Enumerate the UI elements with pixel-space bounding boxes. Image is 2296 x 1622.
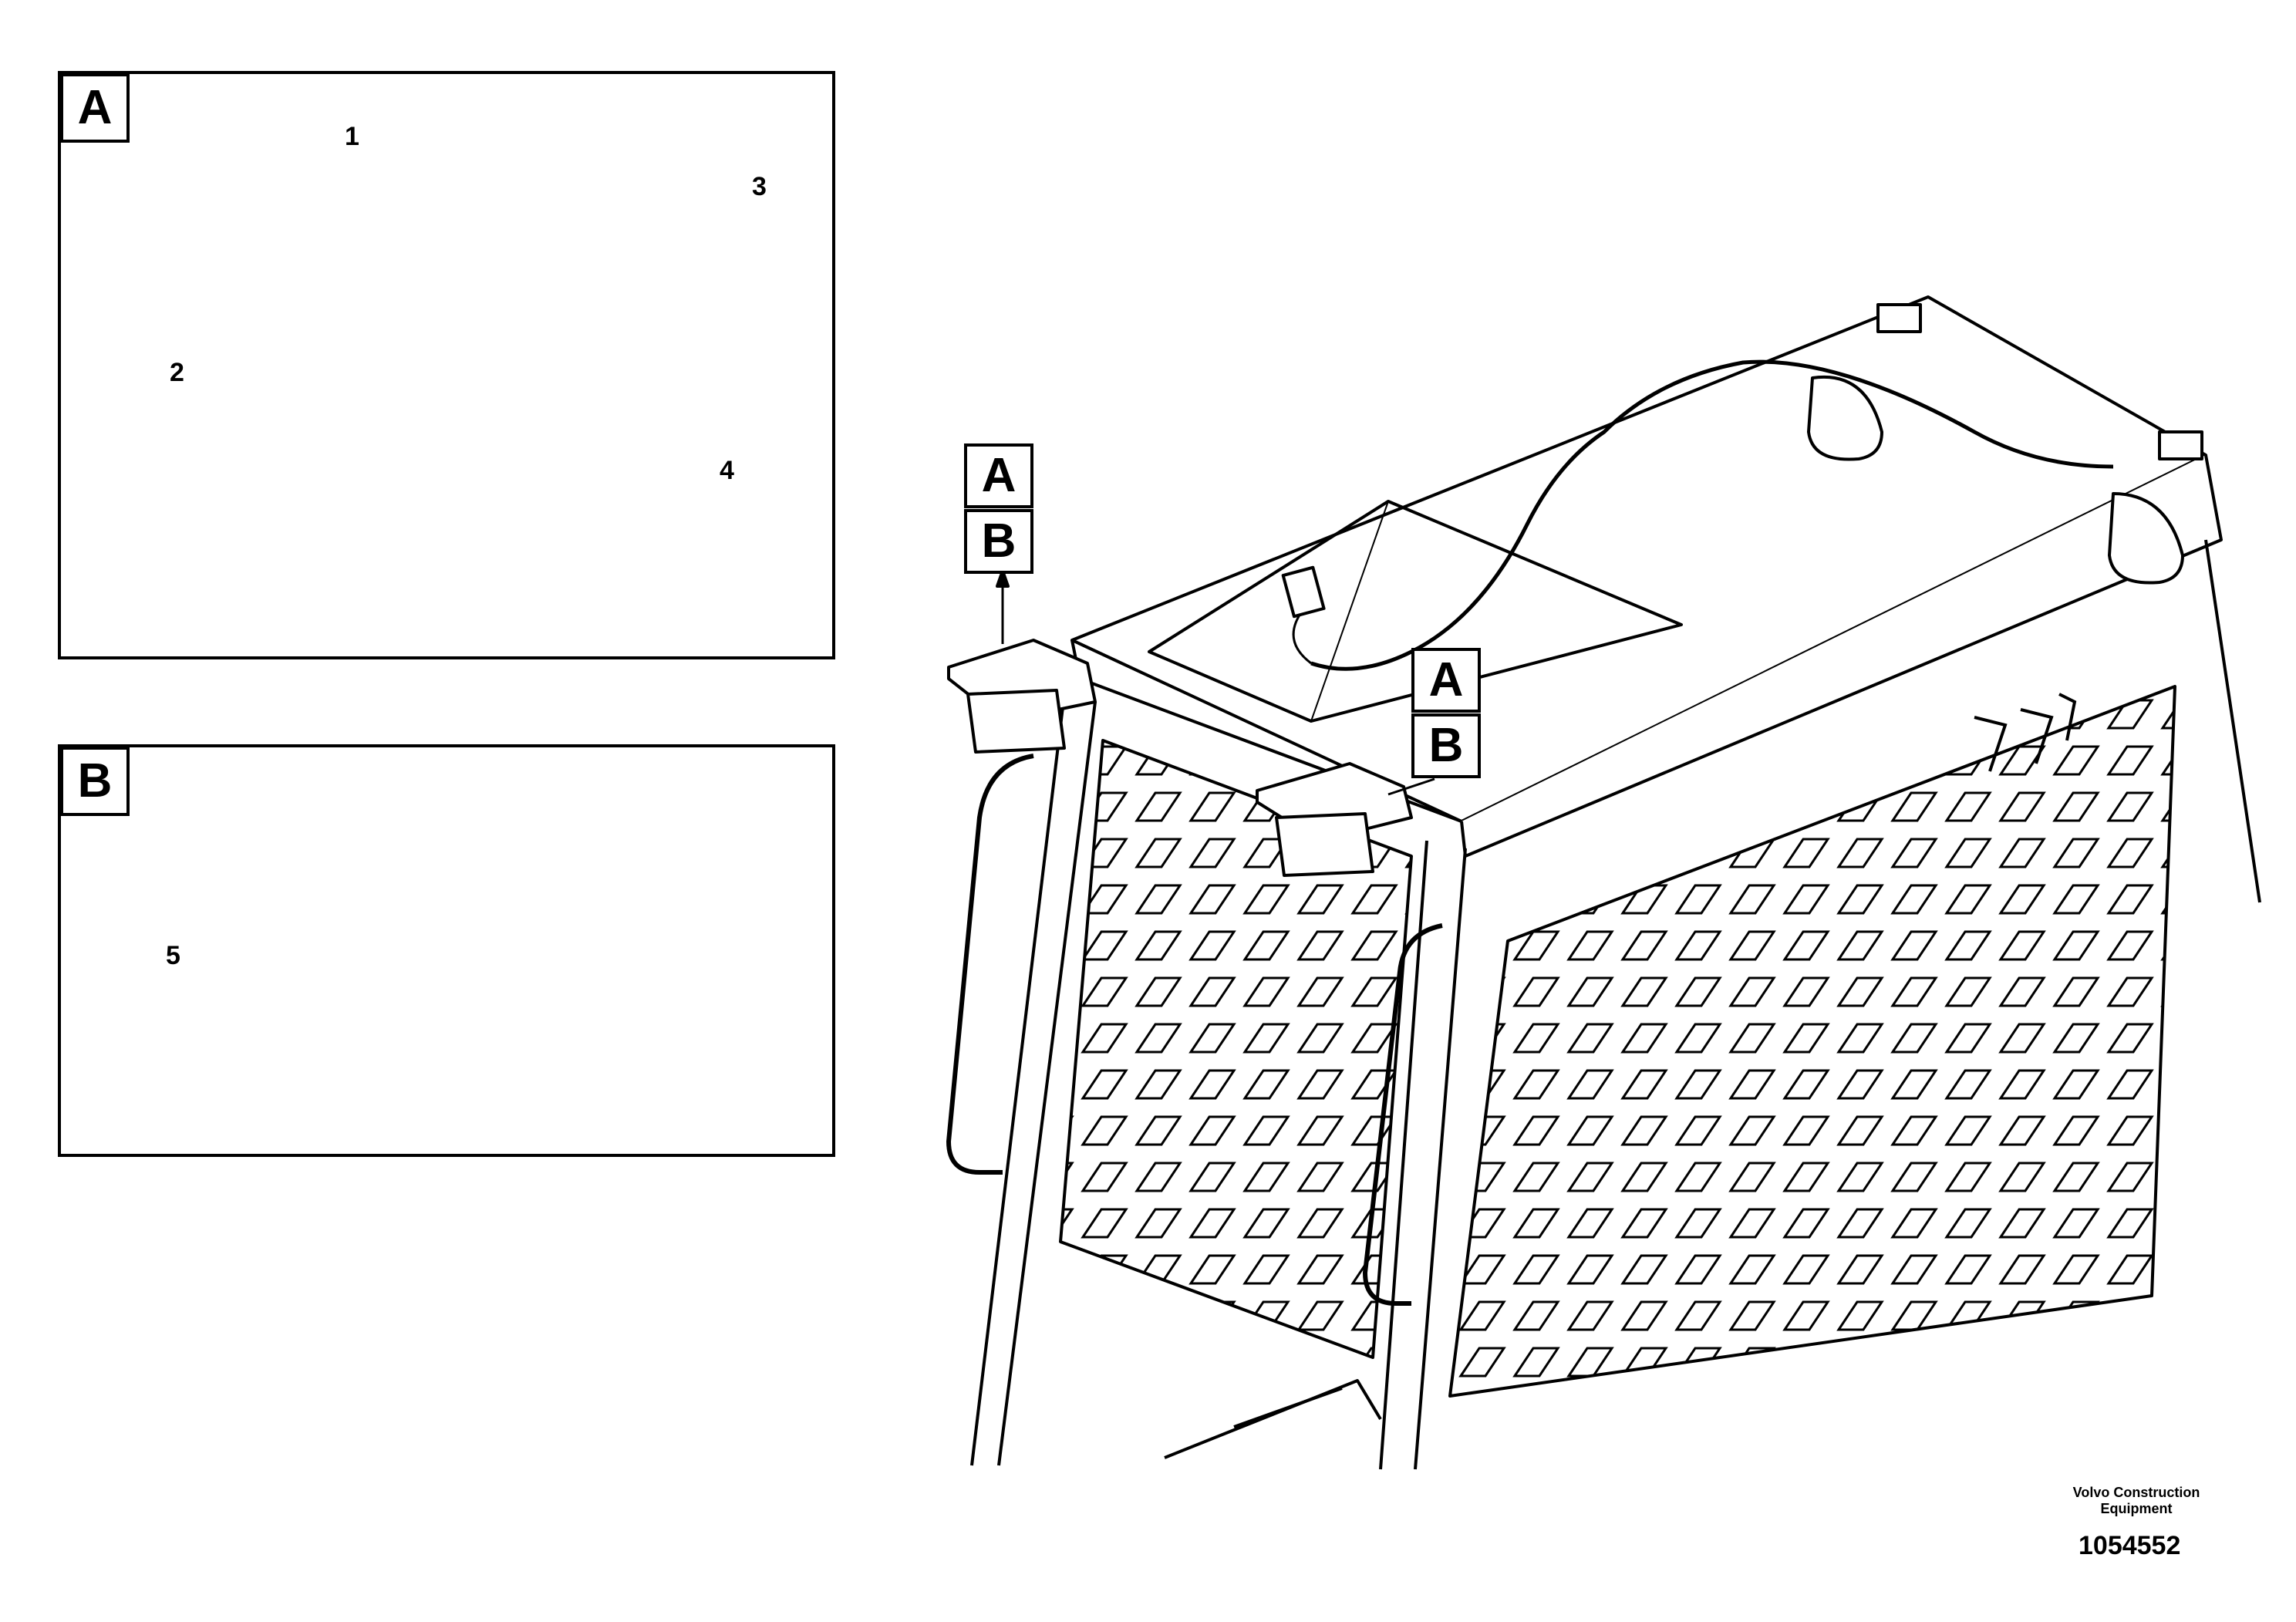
callout-3: 3 [752,172,767,201]
overview-tag-right-a: A [1411,648,1481,713]
callout-2: 2 [170,358,184,387]
callout-4: 4 [720,456,734,485]
overview-tag-left-a: A [964,443,1033,508]
brand-line-1: Volvo Construction [2072,1485,2200,1500]
drawing-number: 1054552 [2079,1531,2181,1560]
brand-caption: Volvo Construction Equipment [2036,1485,2237,1516]
detail-panel-a [58,71,835,659]
detail-tag-a: A [60,73,130,143]
callout-1: 1 [345,122,359,151]
detail-tag-b: B [60,747,130,816]
detail-panel-b [58,744,835,1157]
callout-5: 5 [166,941,180,970]
brand-mark [1974,693,2077,772]
overview-tag-left-b: B [964,509,1033,574]
overview-tag-right-b: B [1411,713,1481,778]
brand-line-2: Equipment [2100,1500,2173,1516]
cab-overview [946,295,2261,1470]
